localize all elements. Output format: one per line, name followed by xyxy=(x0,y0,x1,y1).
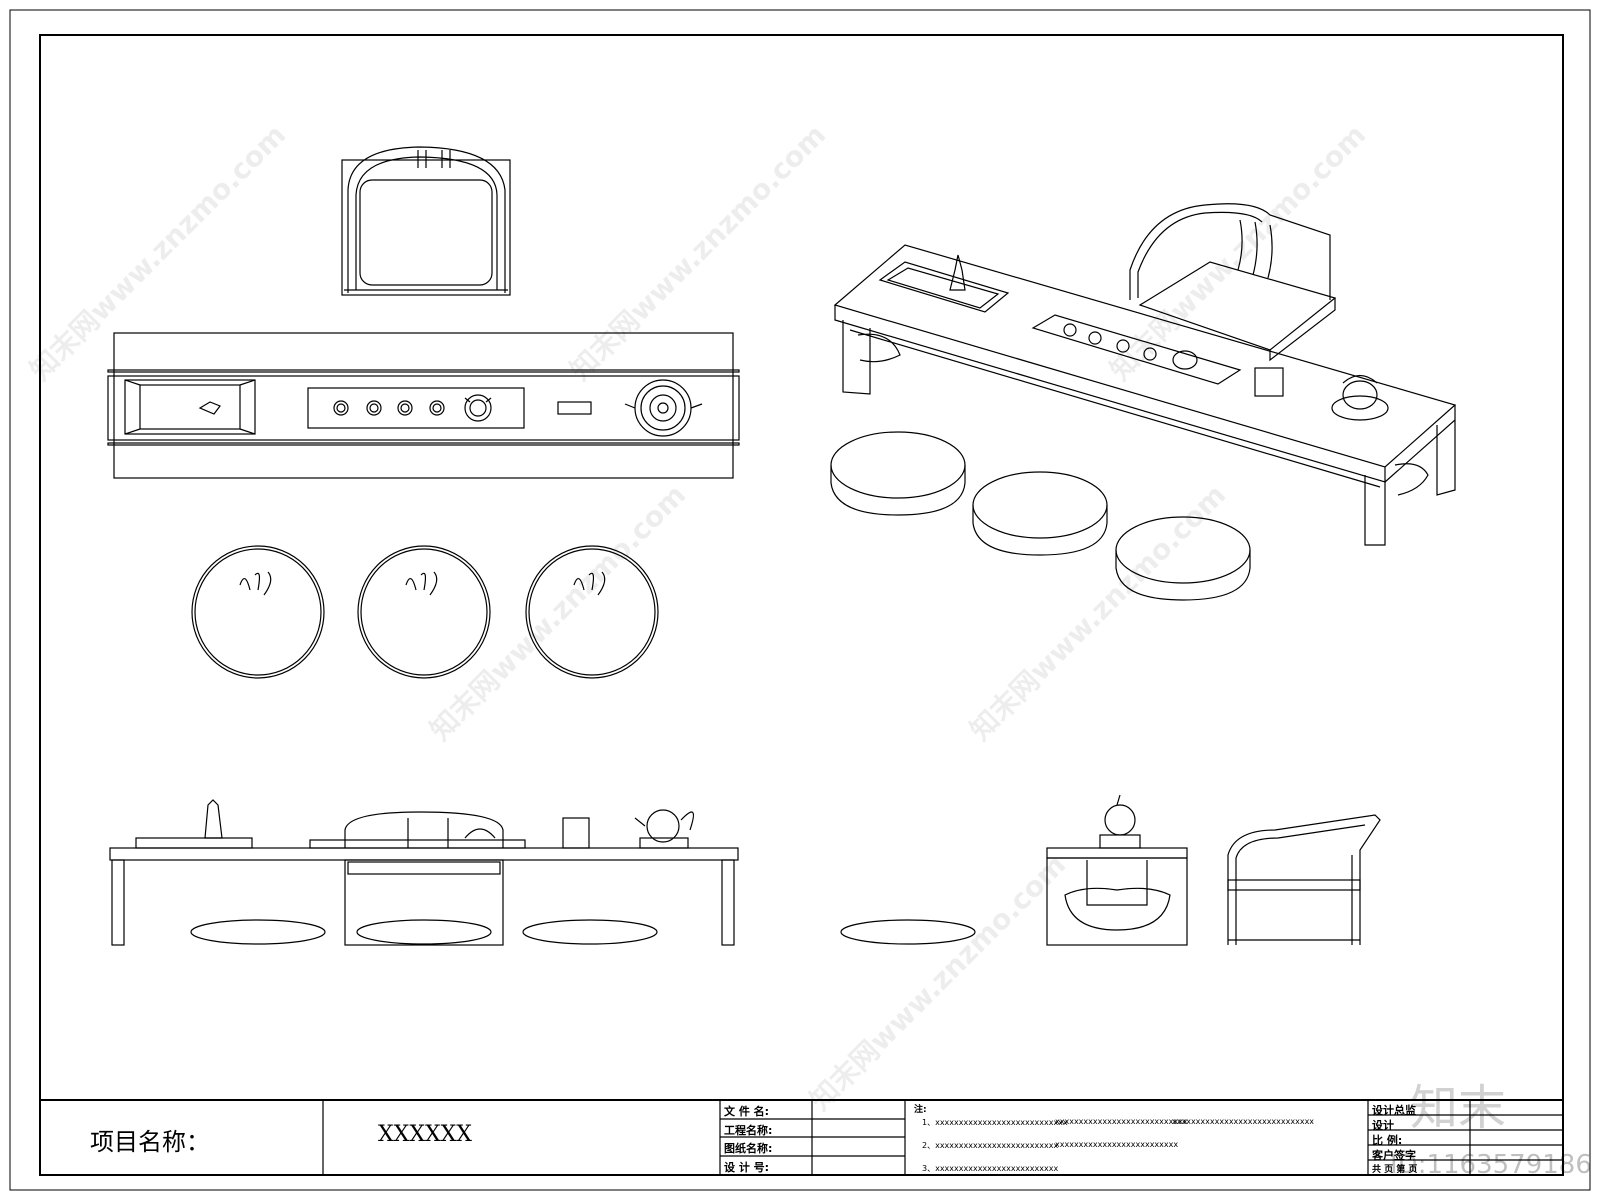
field-designer: 设计 xyxy=(1372,1119,1394,1132)
note-line: 3、xxxxxxxxxxxxxxxxxxxxxxxxxx xyxy=(922,1164,1059,1173)
note-line: 1、xxxxxxxxxxxxxxxxxxxxxxxxxxxx xyxy=(922,1118,1068,1127)
isometric-view xyxy=(830,203,1457,601)
field-scale: 比 例: xyxy=(1372,1134,1403,1147)
cushions-top-view xyxy=(191,545,659,679)
notes-title: 注: xyxy=(914,1105,927,1115)
field-file-name: 文 件 名: xyxy=(724,1105,770,1118)
field-client-signature: 客户签字 xyxy=(1372,1149,1416,1162)
field-design-director: 设计总监 xyxy=(1372,1104,1416,1117)
note-line: 2、xxxxxxxxxxxxxxxxxxxxxxxxxx xyxy=(922,1141,1059,1150)
field-page-count: 共 页 第 页 xyxy=(1372,1165,1418,1175)
chair-side-elevation xyxy=(1227,814,1381,945)
watermark-id: ID:1163579186 xyxy=(1390,1150,1592,1180)
field-drawing-name: 图纸名称: xyxy=(724,1142,773,1155)
tea-table-top-view xyxy=(107,332,740,479)
note-line: xxxxxxxxxxxxxxxxxxxxxxxxxx xyxy=(1055,1140,1179,1149)
note-line: xxxxxxxxxxxxxxxxxxxxxxxxxxxxxx xyxy=(1172,1117,1315,1126)
field-project-name: 工程名称: xyxy=(724,1124,773,1137)
title-block xyxy=(40,1099,1563,1175)
field-design-number: 设 计 号: xyxy=(724,1161,770,1174)
watermark-logo: 知末 xyxy=(1410,1080,1507,1136)
chair-top-view xyxy=(341,146,511,296)
drawing-frame xyxy=(39,34,1564,1176)
side-elevation xyxy=(840,794,1188,946)
front-elevation xyxy=(109,799,739,946)
project-name-label: 项目名称： xyxy=(90,1128,210,1156)
note-line: xxxxxxxxxxxxxxxxxxxxxxxxxxxx xyxy=(1055,1117,1188,1126)
project-name-value: XXXXXX xyxy=(378,1122,472,1147)
outer-border xyxy=(9,9,1591,1191)
